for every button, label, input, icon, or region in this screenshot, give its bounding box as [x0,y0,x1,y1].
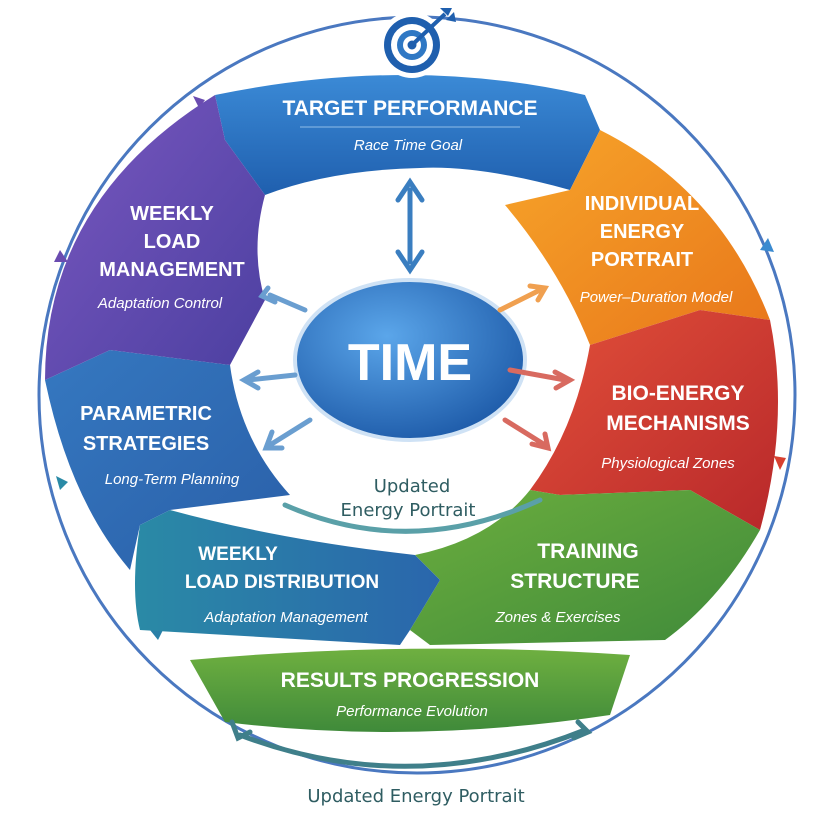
inner-feedback-line-2: Energy Portrait [341,500,476,521]
bottom-feedback-label: Updated Energy Portrait [307,786,524,807]
svg-text:MANAGEMENT: MANAGEMENT [99,259,245,281]
svg-text:WEEKLY: WEEKLY [198,544,278,565]
parametric-strategies-text: PARAMETRIC STRATEGIES Long-Term Planning [80,403,240,488]
weekly-load-distribution-text: WEEKLY LOAD DISTRIBUTION Adaptation Mana… [185,544,379,626]
svg-text:Adaptation Management: Adaptation Management [203,609,368,626]
center-time-ellipse [293,278,527,442]
segment-target-performance[interactable] [215,75,600,195]
svg-text:TARGET PERFORMANCE: TARGET PERFORMANCE [282,97,537,120]
svg-text:INDIVIDUAL: INDIVIDUAL [585,193,699,215]
svg-text:STRATEGIES: STRATEGIES [83,433,209,455]
individual-energy-portrait-text: INDIVIDUAL ENERGY PORTRAIT Power–Duratio… [580,193,733,306]
segment-parametric-strategies[interactable] [45,350,290,570]
svg-text:RESULTS PROGRESSION: RESULTS PROGRESSION [281,669,540,692]
center-label: TIME [348,334,472,392]
svg-text:Performance Evolution: Performance Evolution [336,703,488,720]
svg-text:PORTRAIT: PORTRAIT [591,249,693,271]
svg-text:Long-Term Planning: Long-Term Planning [105,471,240,488]
svg-text:ENERGY: ENERGY [600,221,685,243]
weekly-load-management-text: WEEKLY LOAD MANAGEMENT Adaptation Contro… [97,203,245,312]
target-performance-text: TARGET PERFORMANCE Race Time Goal [282,97,537,154]
svg-text:MECHANISMS: MECHANISMS [606,412,750,435]
results-progression-text: RESULTS PROGRESSION Performance Evolutio… [281,669,540,720]
svg-text:STRUCTURE: STRUCTURE [510,570,640,593]
segment-training-structure[interactable] [410,490,760,645]
svg-text:Zones & Exercises: Zones & Exercises [494,609,621,626]
training-structure-text: TRAINING STRUCTURE Zones & Exercises [494,540,639,626]
segment-results-progression[interactable] [190,648,630,732]
target-bullseye-icon [379,8,456,78]
svg-text:Power–Duration Model: Power–Duration Model [580,289,733,306]
inner-feedback-line-1: Updated [374,476,451,497]
svg-text:LOAD DISTRIBUTION: LOAD DISTRIBUTION [185,572,379,593]
segment-individual-energy-portrait[interactable] [505,130,770,345]
svg-text:Race Time Goal: Race Time Goal [354,137,463,154]
center-arrows [229,177,593,769]
svg-text:Adaptation Control: Adaptation Control [97,295,223,312]
segment-bio-energy-mechanisms[interactable] [530,310,778,530]
segment-weekly-load-management[interactable] [45,95,265,380]
svg-text:PARAMETRIC: PARAMETRIC [80,403,212,425]
svg-text:WEEKLY: WEEKLY [130,203,214,225]
svg-text:LOAD: LOAD [144,231,201,253]
svg-text:BIO-ENERGY: BIO-ENERGY [611,382,744,405]
svg-text:Physiological Zones: Physiological Zones [601,455,735,472]
bio-energy-mechanisms-text: BIO-ENERGY MECHANISMS Physiological Zone… [601,382,749,472]
svg-text:TRAINING: TRAINING [537,540,639,563]
segment-weekly-load-distribution[interactable] [135,510,440,645]
